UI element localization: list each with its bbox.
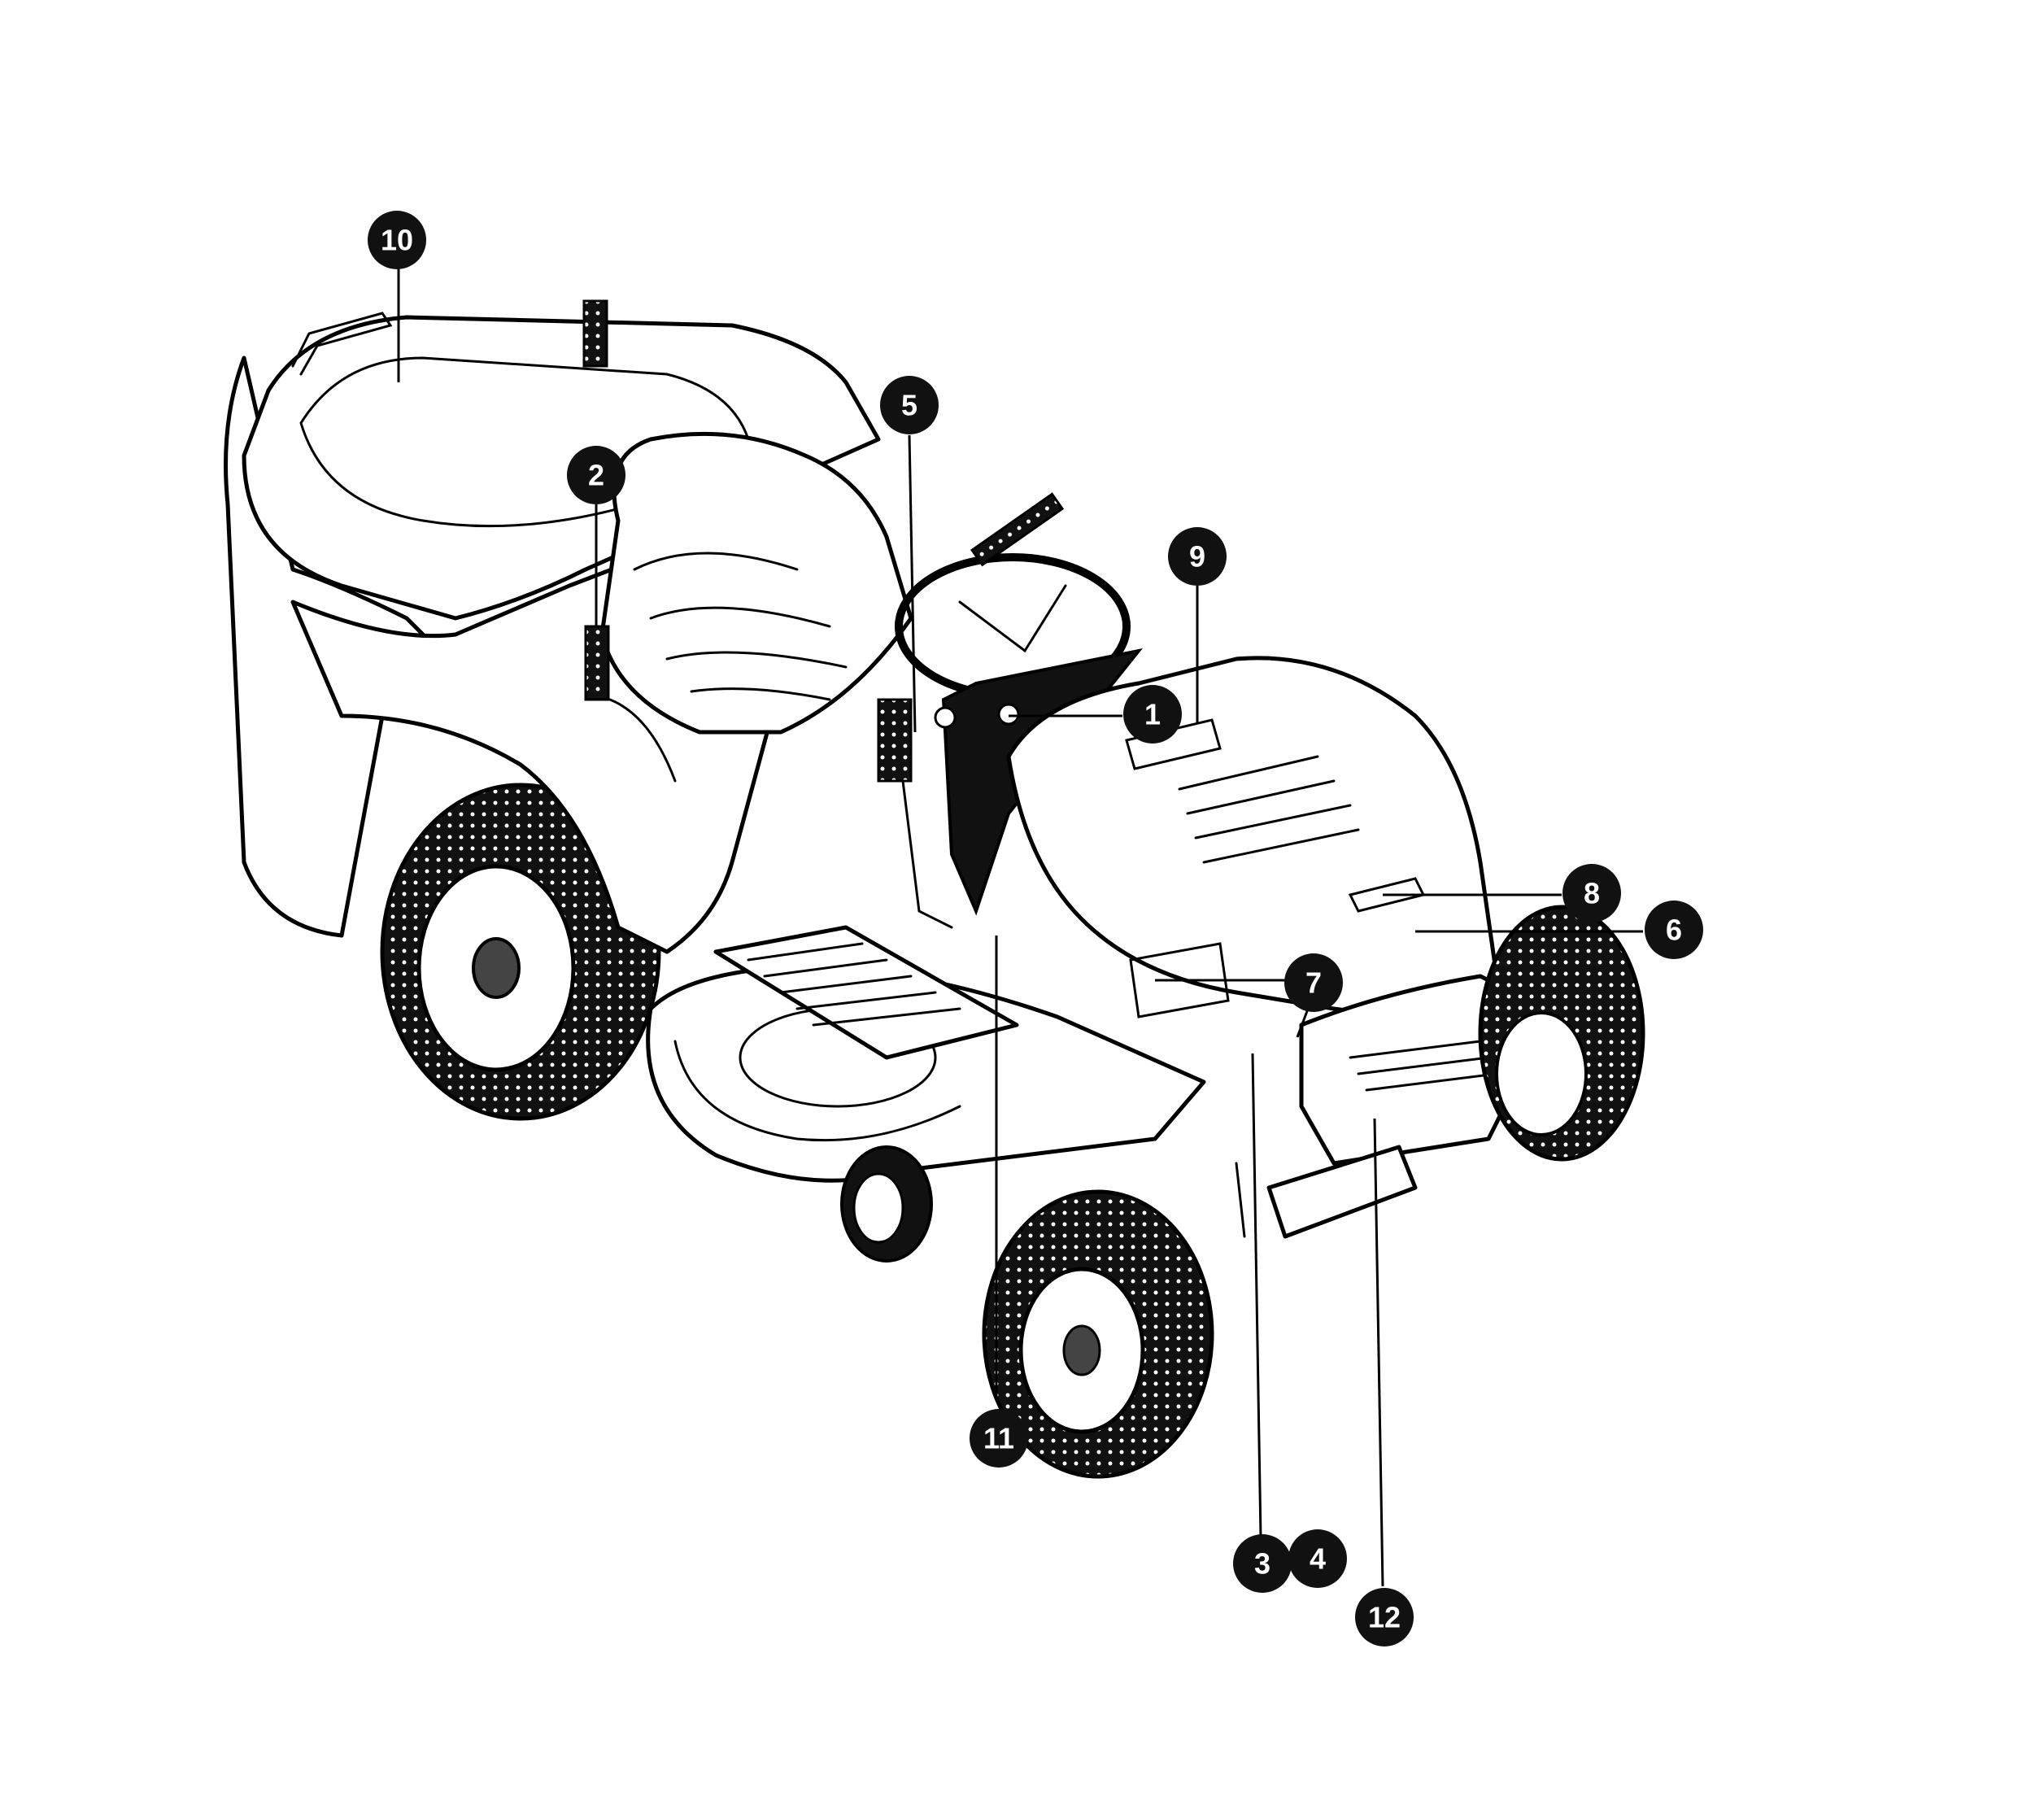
callout-4: 4 bbox=[1288, 1529, 1347, 1588]
callout-8: 8 bbox=[1562, 864, 1621, 922]
callout-9-label: 9 bbox=[1189, 540, 1205, 574]
callout-9: 9 bbox=[1168, 527, 1227, 586]
front-bumper bbox=[1235, 1145, 1418, 1239]
leader-5 bbox=[908, 434, 917, 733]
callout-12-label: 12 bbox=[1368, 1601, 1401, 1634]
foot-platform bbox=[713, 925, 1019, 1060]
front-wheel-right bbox=[1478, 905, 1645, 1162]
chute-spring bbox=[582, 299, 608, 368]
rear-wheel-left bbox=[380, 783, 661, 1121]
engine-hood bbox=[1006, 656, 1499, 1018]
mower-deck bbox=[646, 965, 1206, 1183]
callout-7: 7 bbox=[1284, 953, 1343, 1012]
callout-6-label: 6 bbox=[1666, 914, 1682, 947]
callout-7-label: 7 bbox=[1305, 966, 1322, 1000]
callout-10: 10 bbox=[368, 211, 426, 269]
callout-10-label: 10 bbox=[381, 224, 413, 257]
callout-2: 2 bbox=[567, 446, 625, 504]
callout-1: 1 bbox=[1123, 685, 1182, 744]
callout-1-label: 1 bbox=[1144, 698, 1161, 731]
throttle-lever bbox=[877, 698, 953, 929]
callout-2-label: 2 bbox=[588, 459, 604, 492]
deck-gauge-wheel bbox=[840, 1145, 933, 1263]
callout-4-label: 4 bbox=[1310, 1542, 1326, 1576]
callout-11-label: 11 bbox=[983, 1422, 1014, 1455]
dashboard bbox=[934, 648, 1143, 916]
callout-5: 5 bbox=[880, 376, 939, 434]
callout-5-label: 5 bbox=[901, 389, 917, 422]
callout-6: 6 bbox=[1645, 901, 1703, 959]
callout-11: 11 bbox=[970, 1409, 1028, 1468]
callout-12: 12 bbox=[1355, 1588, 1414, 1646]
callout-3-label: 3 bbox=[1254, 1547, 1270, 1581]
leader-12 bbox=[1373, 1118, 1384, 1587]
callout-3: 3 bbox=[1233, 1534, 1292, 1593]
seat bbox=[599, 431, 913, 735]
collector-handle bbox=[291, 312, 393, 376]
leader-34 bbox=[1251, 1053, 1262, 1538]
front-grille bbox=[1299, 974, 1523, 1166]
front-wheel-left bbox=[982, 1189, 1214, 1479]
callout-8-label: 8 bbox=[1584, 877, 1600, 910]
